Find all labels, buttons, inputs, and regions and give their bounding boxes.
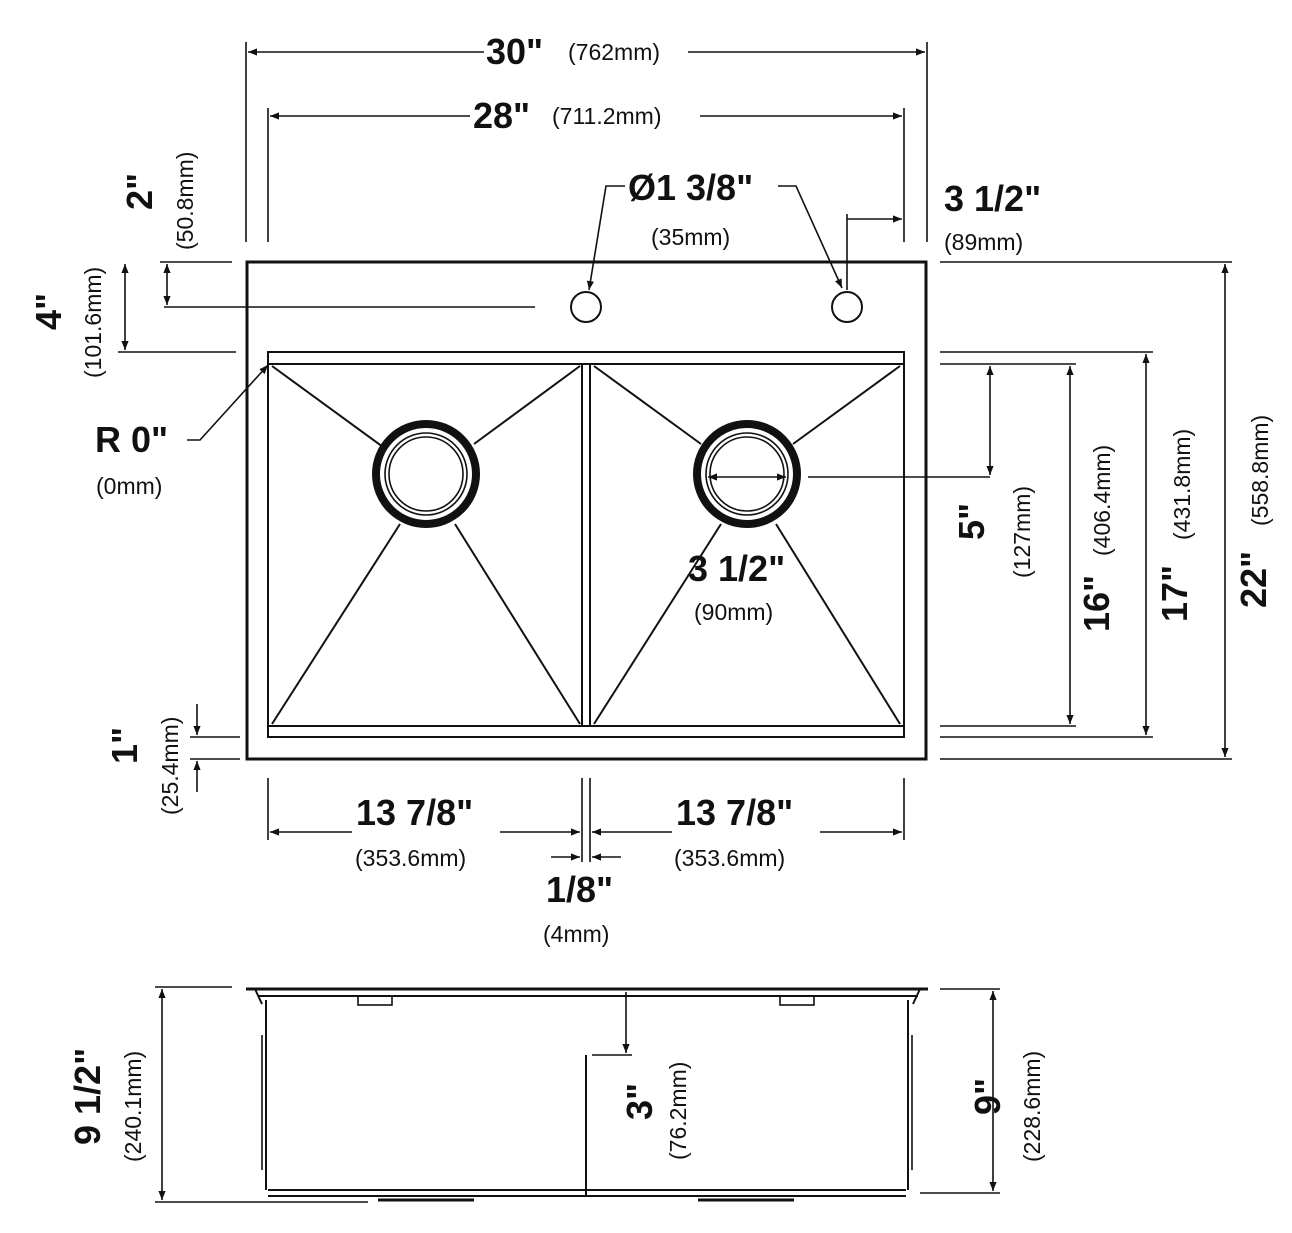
- faucet-hole-diameter-metric: (35mm): [651, 224, 730, 250]
- inner-depth-metric: (431.8mm): [1169, 429, 1195, 540]
- faucet-hole-right: [831, 291, 863, 323]
- mount-clip-left: [357, 995, 393, 1006]
- width-30-label: 30": [486, 31, 543, 72]
- overall-depth-label: 22": [1233, 551, 1274, 608]
- faucet-hole-left: [570, 291, 602, 323]
- bowl-height-metric: (228.6mm): [1019, 1051, 1045, 1162]
- corner-radius-label: R 0": [95, 419, 168, 460]
- bowl-height-label: 9": [967, 1078, 1008, 1115]
- front-ledge-label: 1": [104, 727, 145, 764]
- right-bowl-width-label: 13 7/8": [676, 792, 793, 833]
- sink-outline: [245, 260, 928, 761]
- faucet-from-back-label: 2": [119, 173, 160, 210]
- drain-from-back-metric: (127mm): [1009, 486, 1035, 578]
- drain-diameter-metric: (90mm): [694, 599, 773, 625]
- right-drain: [693, 420, 801, 528]
- faucet-offset-label: 3 1/2": [944, 178, 1041, 219]
- left-bowl-width-label: 13 7/8": [356, 792, 473, 833]
- bowl-depth-label: 16": [1076, 575, 1117, 632]
- top-view: 30" (762mm) 28" (711.2mm) Ø1 3/8" (35mm)…: [28, 31, 1274, 947]
- left-bowl: [271, 365, 581, 725]
- side-view: 9 1/2" (240.1mm) 3" (76.2mm) 9" (228.6mm…: [67, 986, 1045, 1203]
- left-drain: [372, 420, 480, 528]
- right-bowl: [593, 365, 990, 725]
- inner-depth-label: 17": [1154, 565, 1195, 622]
- width-28-label: 28": [473, 95, 530, 136]
- faucet-hole-diameter-label: Ø1 3/8": [628, 167, 753, 208]
- drain-from-back-label: 5": [951, 503, 992, 540]
- corner-radius-metric: (0mm): [96, 473, 162, 499]
- overall-height-metric: (240.1mm): [120, 1051, 146, 1162]
- divider-width-metric: (4mm): [543, 921, 609, 947]
- faucet-from-back-metric: (50.8mm): [172, 152, 198, 250]
- right-bowl-width-metric: (353.6mm): [674, 845, 785, 871]
- front-ledge-metric: (25.4mm): [157, 717, 183, 815]
- width-30-metric: (762mm): [568, 39, 660, 65]
- width-28-metric: (711.2mm): [552, 103, 662, 129]
- deck-depth-metric: (101.6mm): [80, 267, 106, 378]
- left-bowl-width-metric: (353.6mm): [355, 845, 466, 871]
- overall-depth-metric: (558.8mm): [1247, 415, 1273, 526]
- faucet-offset-metric: (89mm): [944, 229, 1023, 255]
- mount-clip-right: [779, 995, 815, 1006]
- deck-depth-label: 4": [28, 293, 69, 330]
- divider-width-label: 1/8": [546, 869, 613, 910]
- drain-diameter-label: 3 1/2": [688, 548, 785, 589]
- divider-drop-label: 3": [619, 1083, 660, 1120]
- bowl-frame: [267, 351, 905, 738]
- overall-height-label: 9 1/2": [67, 1048, 108, 1145]
- bowl-depth-metric: (406.4mm): [1089, 445, 1115, 556]
- divider-drop-metric: (76.2mm): [665, 1062, 691, 1160]
